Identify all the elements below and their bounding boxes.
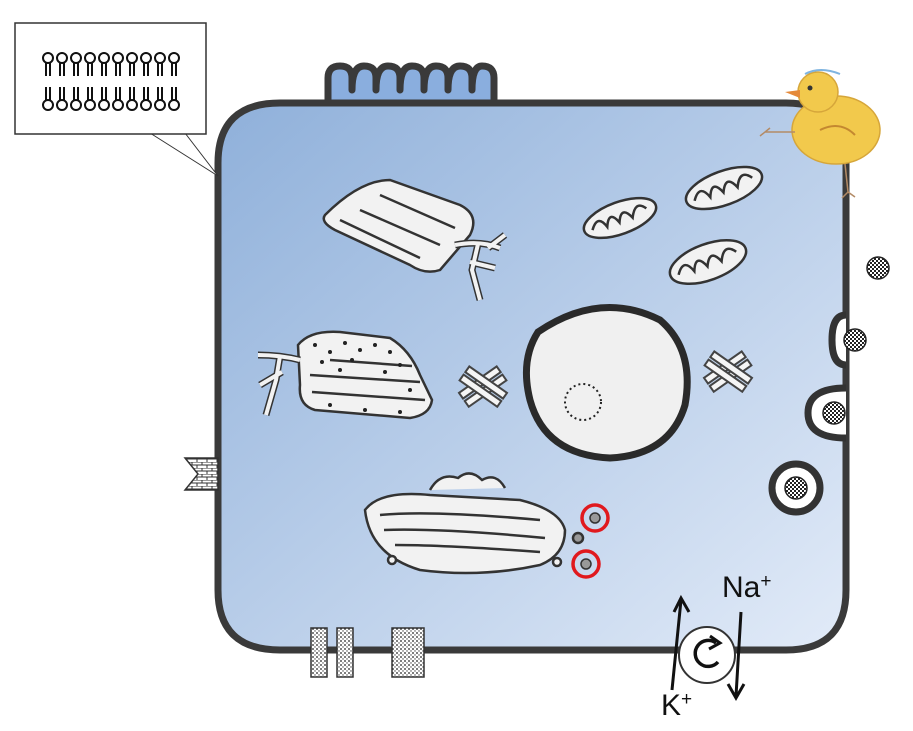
potassium-arrow xyxy=(670,594,691,691)
channel-protein xyxy=(310,627,425,678)
phospholipid-bilayer-icon xyxy=(42,52,180,111)
secretory-vesicle xyxy=(580,503,610,533)
exocytosis-vesicles xyxy=(768,256,890,516)
nucleus-icon xyxy=(522,304,691,462)
sodium-label: Na+ xyxy=(722,571,772,604)
nucleolus xyxy=(564,383,602,421)
desmosome-icon xyxy=(183,457,219,491)
sodium-potassium-pump-icon xyxy=(670,594,746,702)
sodium-arrow xyxy=(726,611,746,702)
secretory-vesicle xyxy=(571,549,601,579)
rough-er-icon xyxy=(257,330,434,420)
mitochondrion-icon xyxy=(582,165,764,286)
centriole-icon xyxy=(457,365,509,409)
duck-icon xyxy=(759,69,881,199)
microvilli xyxy=(324,62,498,108)
golgi-apparatus-icon xyxy=(363,472,585,575)
potassium-label: K+ xyxy=(661,689,693,722)
membrane-callout xyxy=(14,22,219,177)
centriole-icon xyxy=(702,350,754,394)
smooth-er-icon xyxy=(322,178,508,301)
